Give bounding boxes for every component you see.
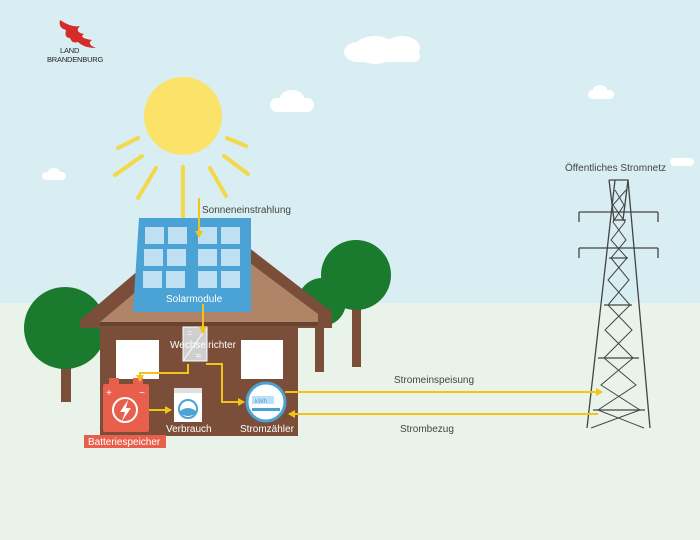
logo-line2: BRANDENBURG (47, 55, 104, 64)
arrow-inverter-to-battery (136, 364, 189, 382)
clouds (42, 36, 694, 180)
inverter: = ≈ Wechselrichter (170, 326, 237, 362)
inverter-dc-symbol: = (187, 328, 192, 338)
tree-right (298, 240, 391, 372)
solar-panel: Solarmodule (133, 218, 251, 312)
logo: LAND BRANDENBURG (47, 20, 104, 64)
public-grid-label: Öffentliches Stromnetz (565, 162, 666, 174)
battery-minus-symbol: − (139, 388, 145, 399)
power-pylon-icon (578, 179, 659, 429)
arrow-inverter-to-meter (206, 363, 245, 406)
cloud-right (344, 36, 420, 64)
tree-left (24, 287, 106, 402)
feed-in-label: Stromeinspeisung (394, 375, 474, 386)
washing-machine-icon (174, 388, 202, 422)
consumer-appliance: Verbrauch (166, 388, 212, 435)
sun-radiation-label: Sonneneinstrahlung (202, 205, 291, 216)
sun-icon (113, 77, 250, 224)
battery-label: Batteriespeicher (88, 437, 161, 448)
cloud-small-3 (42, 168, 66, 180)
energy-flow-arrows (136, 198, 603, 418)
battery: + − Batteriespeicher (84, 378, 166, 448)
solar-modules-label: Solarmodule (166, 294, 223, 305)
meter-display-text: kWh (255, 399, 267, 405)
electricity-meter: kWh Stromzähler (240, 381, 295, 435)
cloud-small-4 (670, 158, 694, 166)
eagle-icon (59, 20, 96, 48)
cloud-small-2 (588, 85, 614, 99)
battery-plus-symbol: + (106, 388, 112, 399)
logo-line1: LAND (60, 46, 80, 55)
inverter-ac-symbol: ≈ (196, 351, 202, 362)
window-right (241, 340, 283, 379)
inverter-label: Wechselrichter (170, 340, 237, 351)
meter-label: Stromzähler (240, 424, 295, 435)
lightning-icon (120, 400, 131, 421)
cloud-small-1 (270, 90, 314, 112)
grid-supply-label: Strombezug (400, 424, 454, 435)
consumption-label: Verbrauch (166, 424, 212, 435)
